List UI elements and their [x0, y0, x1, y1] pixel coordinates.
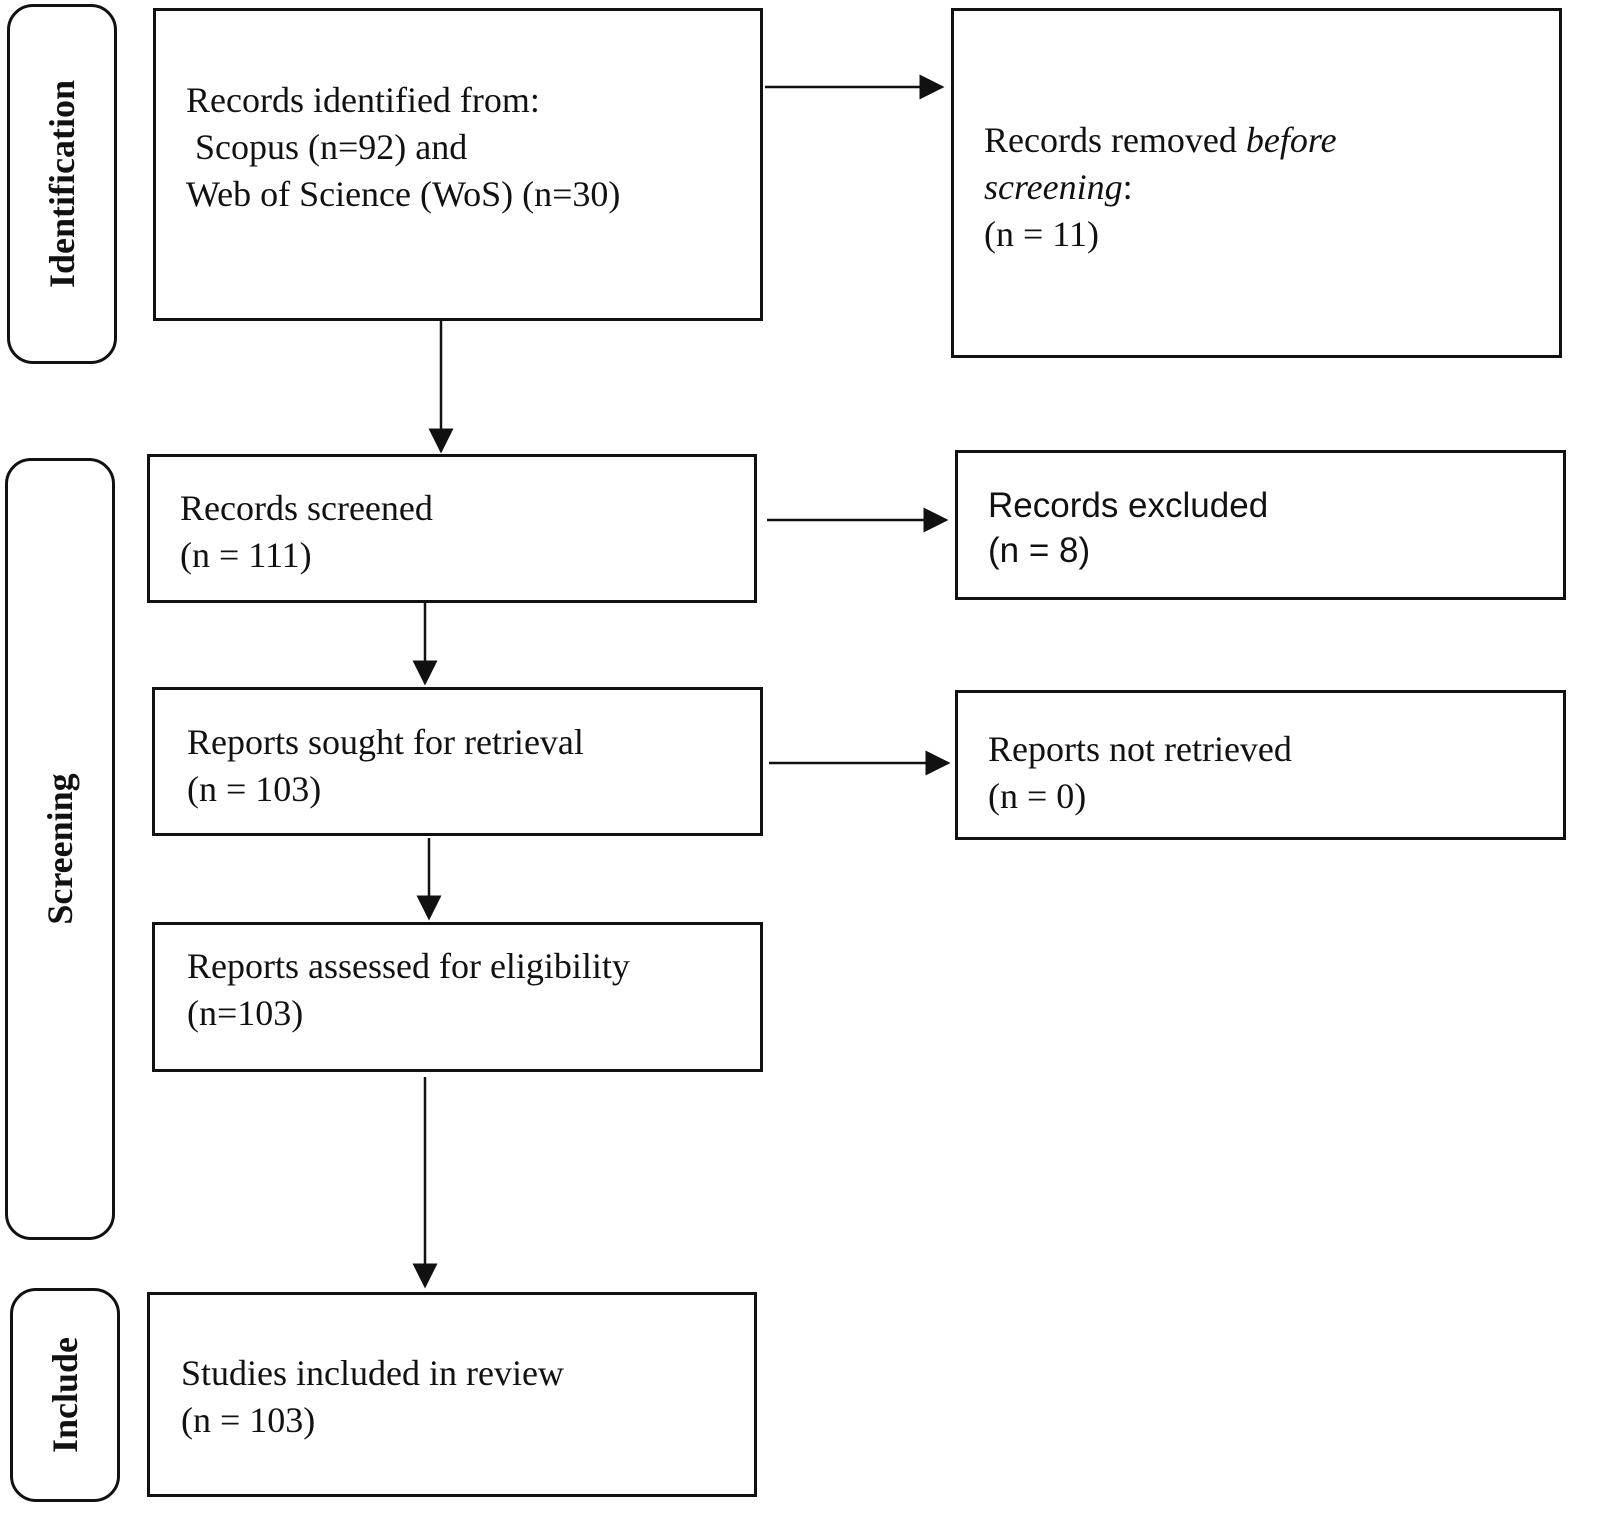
records-screened-box: Records screened (n = 111): [147, 454, 757, 603]
reports-not-retrieved-count: (n = 0): [988, 776, 1087, 816]
phase-include: Include: [10, 1288, 120, 1502]
records-removed-screening: screening: [984, 167, 1123, 207]
studies-included-count: (n = 103): [181, 1400, 316, 1440]
records-removed-before: before: [1245, 120, 1337, 160]
records-identified-line3: Web of Science (WoS) (n=30): [186, 174, 621, 214]
reports-sought-label: Reports sought for retrieval: [187, 722, 584, 762]
records-identified-line2: Scopus (n=92) and: [186, 127, 468, 167]
records-screened-count: (n = 111): [180, 535, 312, 575]
reports-assessed-box: Reports assessed for eligibility (n=103): [152, 922, 763, 1072]
studies-included-label: Studies included in review: [181, 1353, 564, 1393]
studies-included-box: Studies included in review (n = 103): [147, 1292, 757, 1497]
records-removed-count: (n = 11): [984, 214, 1099, 254]
records-removed-box: Records removed before screening: (n = 1…: [951, 8, 1562, 358]
records-excluded-label: Records excluded: [988, 486, 1269, 525]
records-removed-line2: screening:: [984, 164, 1337, 211]
reports-sought-box: Reports sought for retrieval (n = 103): [152, 687, 763, 836]
reports-assessed-count: (n=103): [187, 993, 304, 1033]
records-removed-prefix: Records removed: [984, 120, 1246, 160]
reports-not-retrieved-label: Reports not retrieved: [988, 729, 1292, 769]
records-excluded-box: Records excluded (n = 8): [955, 450, 1566, 600]
records-identified-line1: Records identified from:: [186, 80, 540, 120]
reports-assessed-label: Reports assessed for eligibility: [187, 946, 630, 986]
records-removed-colon: :: [1122, 167, 1133, 207]
phase-identification: Identification: [7, 4, 117, 364]
phase-screening: Screening: [5, 458, 115, 1240]
records-excluded-count: (n = 8): [988, 531, 1091, 570]
records-removed-line1: Records removed before: [984, 117, 1337, 164]
reports-sought-count: (n = 103): [187, 769, 322, 809]
reports-not-retrieved-box: Reports not retrieved (n = 0): [955, 690, 1566, 840]
records-identified-box: Records identified from: Scopus (n=92) a…: [153, 8, 763, 321]
records-screened-label: Records screened: [180, 488, 433, 528]
